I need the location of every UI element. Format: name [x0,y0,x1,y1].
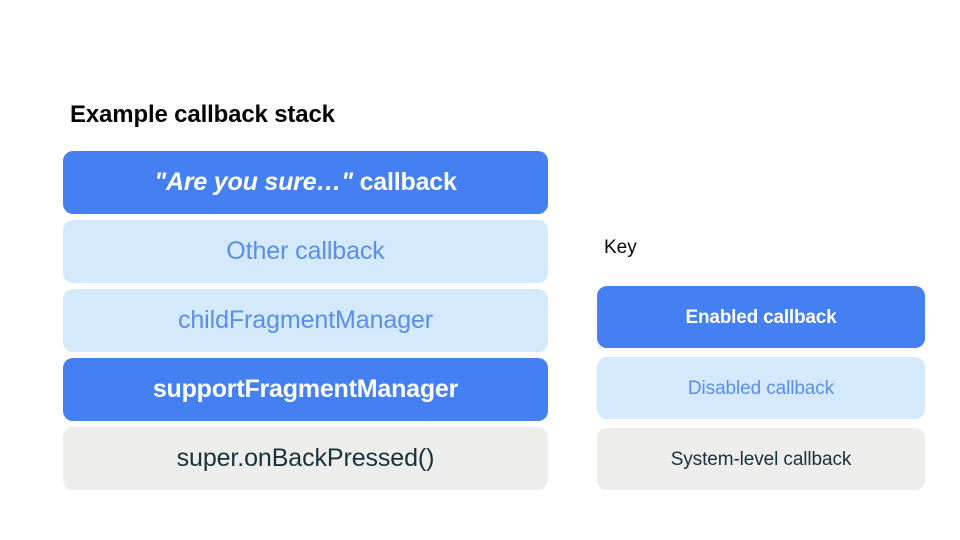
callback-stack-section: Example callback stack "Are you sure…" c… [63,100,553,490]
key-item-label: Enabled callback [685,306,837,328]
page-title: Example callback stack [70,101,335,128]
key-legend-list: Enabled callback Disabled callback Syste… [597,286,927,490]
key-title: Key [604,237,637,258]
callback-stack-list: "Are you sure…" callback Other callback … [63,151,553,490]
stack-item-are-you-sure-callback[interactable]: "Are you sure…" callback [63,151,548,214]
stack-item-label: childFragmentManager [177,306,434,334]
key-item-disabled-callback[interactable]: Disabled callback [597,357,925,419]
stack-item-label: "Are you sure…" callback [154,168,457,197]
stack-item-label-quoted: "Are you sure…" [154,168,353,196]
key-legend-section: Key Enabled callback Disabled callback S… [597,236,927,490]
key-item-label: Disabled callback [687,377,835,399]
key-item-system-level-callback[interactable]: System-level callback [597,428,925,490]
stack-item-label: super.onBackPressed() [176,444,435,472]
stack-item-other-callback[interactable]: Other callback [63,220,548,283]
stack-item-label-plain: callback [352,168,457,196]
stack-item-super-on-back-pressed[interactable]: super.onBackPressed() [63,427,548,490]
stack-item-label: supportFragmentManager [152,375,459,403]
stack-item-label: Other callback [226,237,385,265]
key-item-enabled-callback[interactable]: Enabled callback [597,286,925,348]
stack-item-child-fragment-manager[interactable]: childFragmentManager [63,289,548,352]
key-item-label: System-level callback [670,448,852,470]
stack-item-support-fragment-manager[interactable]: supportFragmentManager [63,358,548,421]
